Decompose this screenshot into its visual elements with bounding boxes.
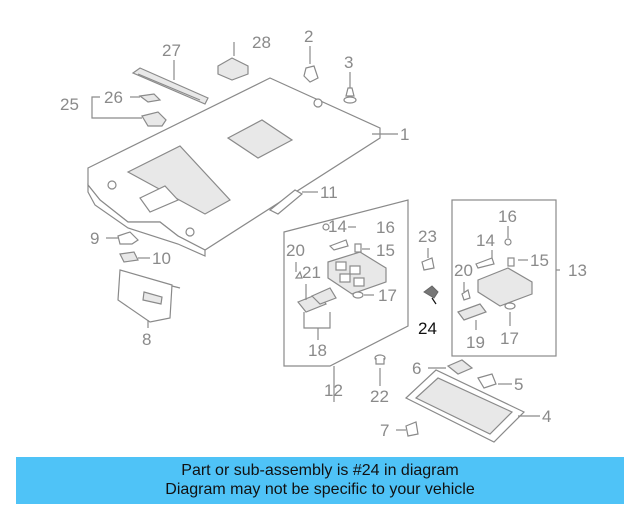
callout-13: 13: [568, 261, 587, 280]
callout-15b: 15: [530, 251, 549, 270]
callout-17a: 17: [378, 286, 397, 305]
callout-16a: 16: [376, 218, 395, 237]
fastener-part-22: [374, 354, 386, 365]
callout-labels: 1 2 3 27 28 26 25 9 10 8 11 14 16 15 20 …: [60, 27, 587, 440]
callout-24: 24: [418, 319, 437, 338]
headliner-part: [87, 77, 381, 257]
callout-14b: 14: [476, 231, 495, 250]
banner-line-disclaimer: Diagram may not be specific to your vehi…: [165, 481, 475, 498]
callout-12: 12: [324, 381, 343, 400]
map-lamp-part-13: [457, 238, 533, 321]
parts-diagram: 1 2 3 27 28 26 25 9 10 8 11 14 16 15 20 …: [60, 27, 587, 443]
leader-lines: [91, 42, 560, 431]
clip-part-10: [119, 251, 139, 263]
clip-part-28: [217, 57, 249, 81]
callout-16b: 16: [498, 207, 517, 226]
highlighted-part-24: [423, 285, 439, 305]
callout-26: 26: [104, 88, 123, 107]
callout-6: 6: [412, 359, 421, 378]
fastener-part-3: [343, 87, 357, 104]
callout-20b: 20: [454, 261, 473, 280]
callout-8: 8: [142, 330, 151, 349]
bracket-part-25: [141, 111, 167, 127]
bracket-part-6: [446, 359, 474, 375]
sun-visor-part: [117, 269, 181, 323]
callout-4: 4: [542, 407, 551, 426]
callout-2: 2: [304, 27, 313, 46]
rail-part: [131, 67, 209, 105]
callout-23: 23: [418, 227, 437, 246]
callout-5: 5: [514, 375, 523, 394]
grab-handle-part: [268, 189, 304, 215]
callout-21: 21: [302, 263, 321, 282]
fastener-part-7: [405, 421, 419, 437]
callout-9: 9: [90, 229, 99, 248]
clip-part-5: [477, 373, 497, 389]
banner-line-part-number: Part or sub-assembly is #24 in diagram: [181, 462, 459, 479]
assembly-box-12: [283, 199, 409, 367]
callout-20a: 20: [286, 241, 305, 260]
map-lamp-part-12: [294, 223, 387, 313]
callout-15a: 15: [376, 241, 395, 260]
callout-10: 10: [152, 249, 171, 268]
assembly-box-13: [451, 199, 557, 357]
callout-22: 22: [370, 387, 389, 406]
callout-17b: 17: [500, 329, 519, 348]
callout-27: 27: [162, 41, 181, 60]
callout-11: 11: [320, 183, 338, 202]
sunroof-panel-part: [404, 369, 526, 443]
callout-3: 3: [344, 53, 353, 72]
callout-18: 18: [308, 341, 327, 360]
clip-part-2: [303, 65, 319, 83]
callout-19: 19: [466, 333, 485, 352]
callout-14a: 14: [328, 217, 347, 236]
callout-25: 25: [60, 95, 79, 114]
callout-28: 28: [252, 33, 271, 52]
bracket-part-26: [138, 93, 162, 103]
callout-1: 1: [400, 125, 409, 144]
info-banner: Part or sub-assembly is #24 in diagram D…: [16, 457, 624, 504]
clip-part-23: [421, 257, 435, 271]
clip-part-9: [117, 231, 139, 245]
callout-7: 7: [380, 421, 389, 440]
